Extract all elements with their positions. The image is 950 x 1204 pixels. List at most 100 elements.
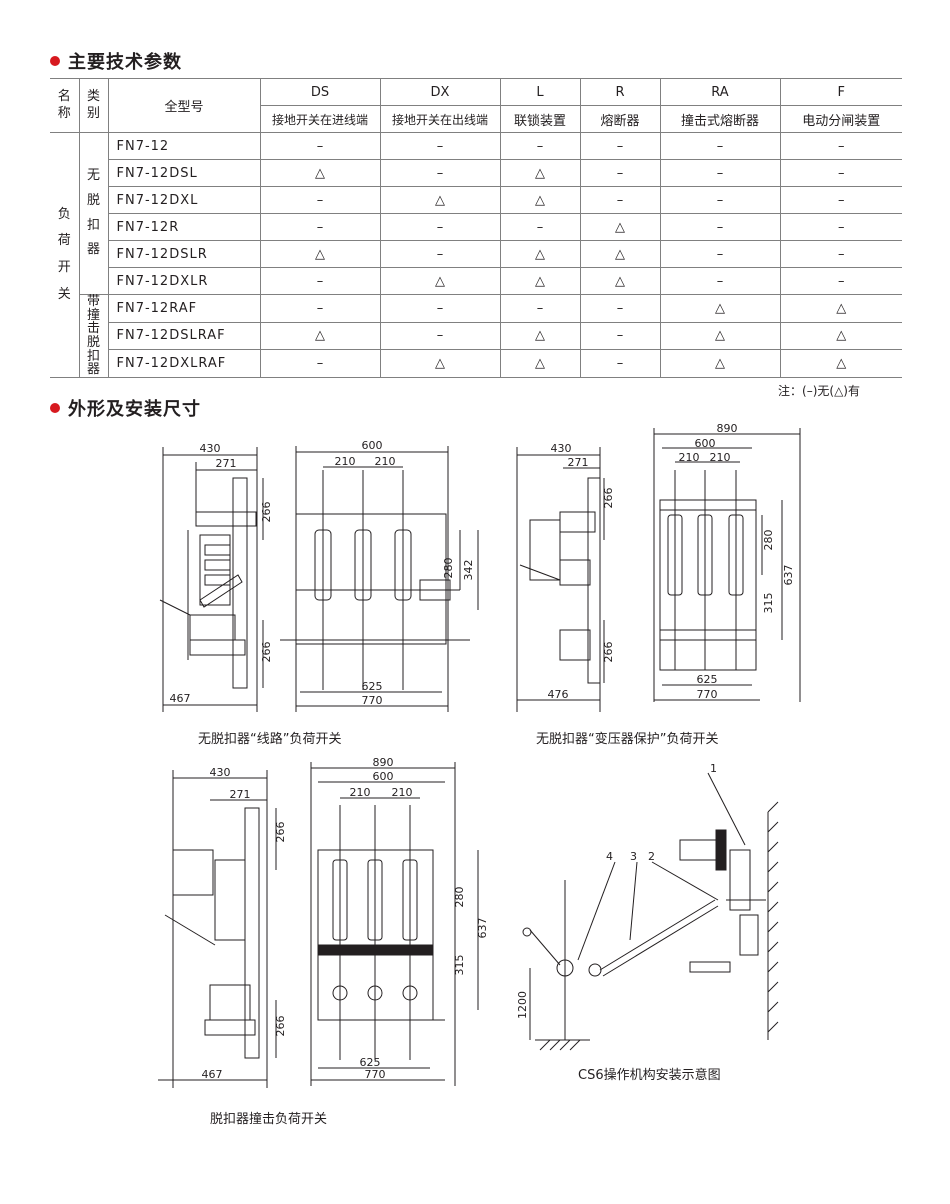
value-cell: △	[659, 349, 781, 378]
side-view-3: 430 271 266 266 467	[158, 766, 287, 1088]
value-cell: △	[379, 267, 501, 295]
section-title-dimensions: 外形及安装尺寸	[50, 395, 201, 421]
dim-266a: 266	[274, 822, 287, 843]
dim-600: 600	[362, 439, 383, 452]
value-cell: –	[259, 349, 381, 378]
dim-266b: 266	[260, 642, 273, 663]
dim-210a: 210	[350, 786, 371, 799]
dim-770: 770	[362, 694, 383, 707]
value-cell: –	[259, 267, 381, 295]
red-bullet-icon	[50, 403, 60, 413]
table-note: 注：(–)无(△)有	[778, 384, 860, 398]
header-type: 类别	[78, 78, 109, 133]
front-view-1: 600 210 210 280 342 625 770	[280, 439, 479, 712]
dim-467: 467	[202, 1068, 223, 1081]
value-cell: –	[779, 267, 902, 295]
header-model: 全型号	[107, 78, 261, 133]
caption-drawing-4: CS6操作机构安装示意图	[578, 1068, 721, 1083]
dim-430: 430	[200, 442, 221, 455]
spec-table: 名称 类别 全型号 DS DX L R RA F 接地开关在进线端 接地开关在出…	[50, 78, 902, 378]
dim-600: 600	[373, 770, 394, 783]
table-row: 带撞击脱扣器 FN7-12RAF – – – – △ △	[50, 294, 902, 378]
value-cell: △	[779, 321, 902, 351]
table-row: FN7-12DSLRAF △ – △ – △ △	[50, 321, 902, 351]
table-row: FN7-12DXL – △ △ – – –	[50, 186, 902, 214]
dim-210a: 210	[679, 451, 700, 464]
caption-drawing-1: 无脱扣器“线路”负荷开关	[198, 732, 342, 747]
dim-315: 315	[453, 955, 466, 976]
dim-637: 637	[782, 565, 795, 586]
group2-cell-text: 带撞击脱扣器	[86, 294, 100, 378]
side-view-2: 430 271 266 266 476	[516, 442, 615, 712]
group1-cell: 无脱扣器	[78, 132, 109, 295]
dim-625: 625	[360, 1056, 381, 1069]
dim-280: 280	[453, 887, 466, 908]
drawing-1: 430 271 266 266 467 60	[159, 439, 479, 712]
table-row: FN7-12DXLR – △ △ △ – –	[50, 267, 902, 295]
dim-271: 271	[568, 456, 589, 469]
dim-467: 467	[170, 692, 191, 705]
dim-266b: 266	[274, 1016, 287, 1037]
dim-637: 637	[476, 918, 489, 939]
value-cell: –	[659, 267, 781, 295]
dim-266a: 266	[260, 502, 273, 523]
dim-625: 625	[697, 673, 718, 686]
value-cell: △	[659, 294, 781, 323]
dim-600: 600	[695, 437, 716, 450]
front-view-3: 890 600 210 210 280 637 315 625	[310, 756, 489, 1086]
dim-890: 890	[717, 422, 738, 435]
section-title-dimensions-text: 外形及安装尺寸	[68, 399, 201, 420]
table-row: FN7-12DSL △ – △ – – –	[50, 159, 902, 187]
value-cell: △	[259, 240, 381, 268]
dim-315: 315	[762, 593, 775, 614]
value-cell: △	[779, 294, 902, 323]
drawing-4: 1200 1 4 3 2	[516, 762, 779, 1051]
front-view-2: 890 600 210 210 280 637 315 625 770	[653, 422, 801, 702]
dim-476: 476	[548, 688, 569, 701]
header-desc-dx: 接地开关在出线端	[379, 105, 501, 133]
dim-271: 271	[230, 788, 251, 801]
name-cell-text: 负荷开关	[57, 206, 71, 302]
dim-770: 770	[697, 688, 718, 701]
dim-266a: 266	[602, 488, 615, 509]
model-cell: FN7-12DXLRAF	[108, 349, 261, 378]
drawing-2: 430 271 266 266 476 890 600 210 210	[516, 422, 801, 712]
header-desc-l: 联锁装置	[499, 105, 581, 133]
group2-cell: 带撞击脱扣器	[79, 294, 109, 378]
dim-210b: 210	[710, 451, 731, 464]
dim-1200: 1200	[516, 991, 529, 1019]
caption-drawing-3: 脱扣器撞击负荷开关	[210, 1112, 328, 1127]
dim-280: 280	[762, 530, 775, 551]
table-row: FN7-12DXLRAF – △ △ – △ △	[50, 349, 902, 378]
dim-342: 342	[462, 560, 475, 581]
dim-430: 430	[210, 766, 231, 779]
dim-210b: 210	[375, 455, 396, 468]
dim-271: 271	[216, 457, 237, 470]
table-row: FN7-12DSLR △ – △ △ – –	[50, 240, 902, 268]
red-bullet-icon	[50, 56, 60, 66]
value-cell: △	[579, 240, 661, 268]
model-cell: FN7-12	[107, 132, 261, 160]
value-cell: △	[499, 240, 581, 268]
value-cell: △	[579, 213, 661, 241]
header-desc-r: 熔断器	[579, 105, 661, 133]
callout-4: 4	[606, 850, 613, 863]
header-code-f: F	[779, 78, 902, 106]
dim-280: 280	[442, 558, 455, 579]
value-cell: △	[499, 267, 581, 295]
value-cell: –	[579, 159, 661, 187]
section-title-specs-text: 主要技术参数	[68, 52, 182, 73]
value-cell: △	[499, 349, 581, 378]
value-cell: –	[379, 159, 501, 187]
dim-210a: 210	[335, 455, 356, 468]
callout-3: 3	[630, 850, 637, 863]
header-type-text: 类别	[86, 89, 100, 121]
model-cell: FN7-12RAF	[107, 294, 261, 323]
dim-770: 770	[365, 1068, 386, 1081]
dim-430: 430	[551, 442, 572, 455]
side-view-1: 430 271 266 266 467	[159, 442, 273, 712]
drawing-3: 430 271 266 266 467 890 600 210 210	[158, 756, 489, 1088]
dim-625: 625	[362, 680, 383, 693]
header-desc-ra: 撞击式熔断器	[659, 105, 781, 133]
callout-2: 2	[648, 850, 655, 863]
